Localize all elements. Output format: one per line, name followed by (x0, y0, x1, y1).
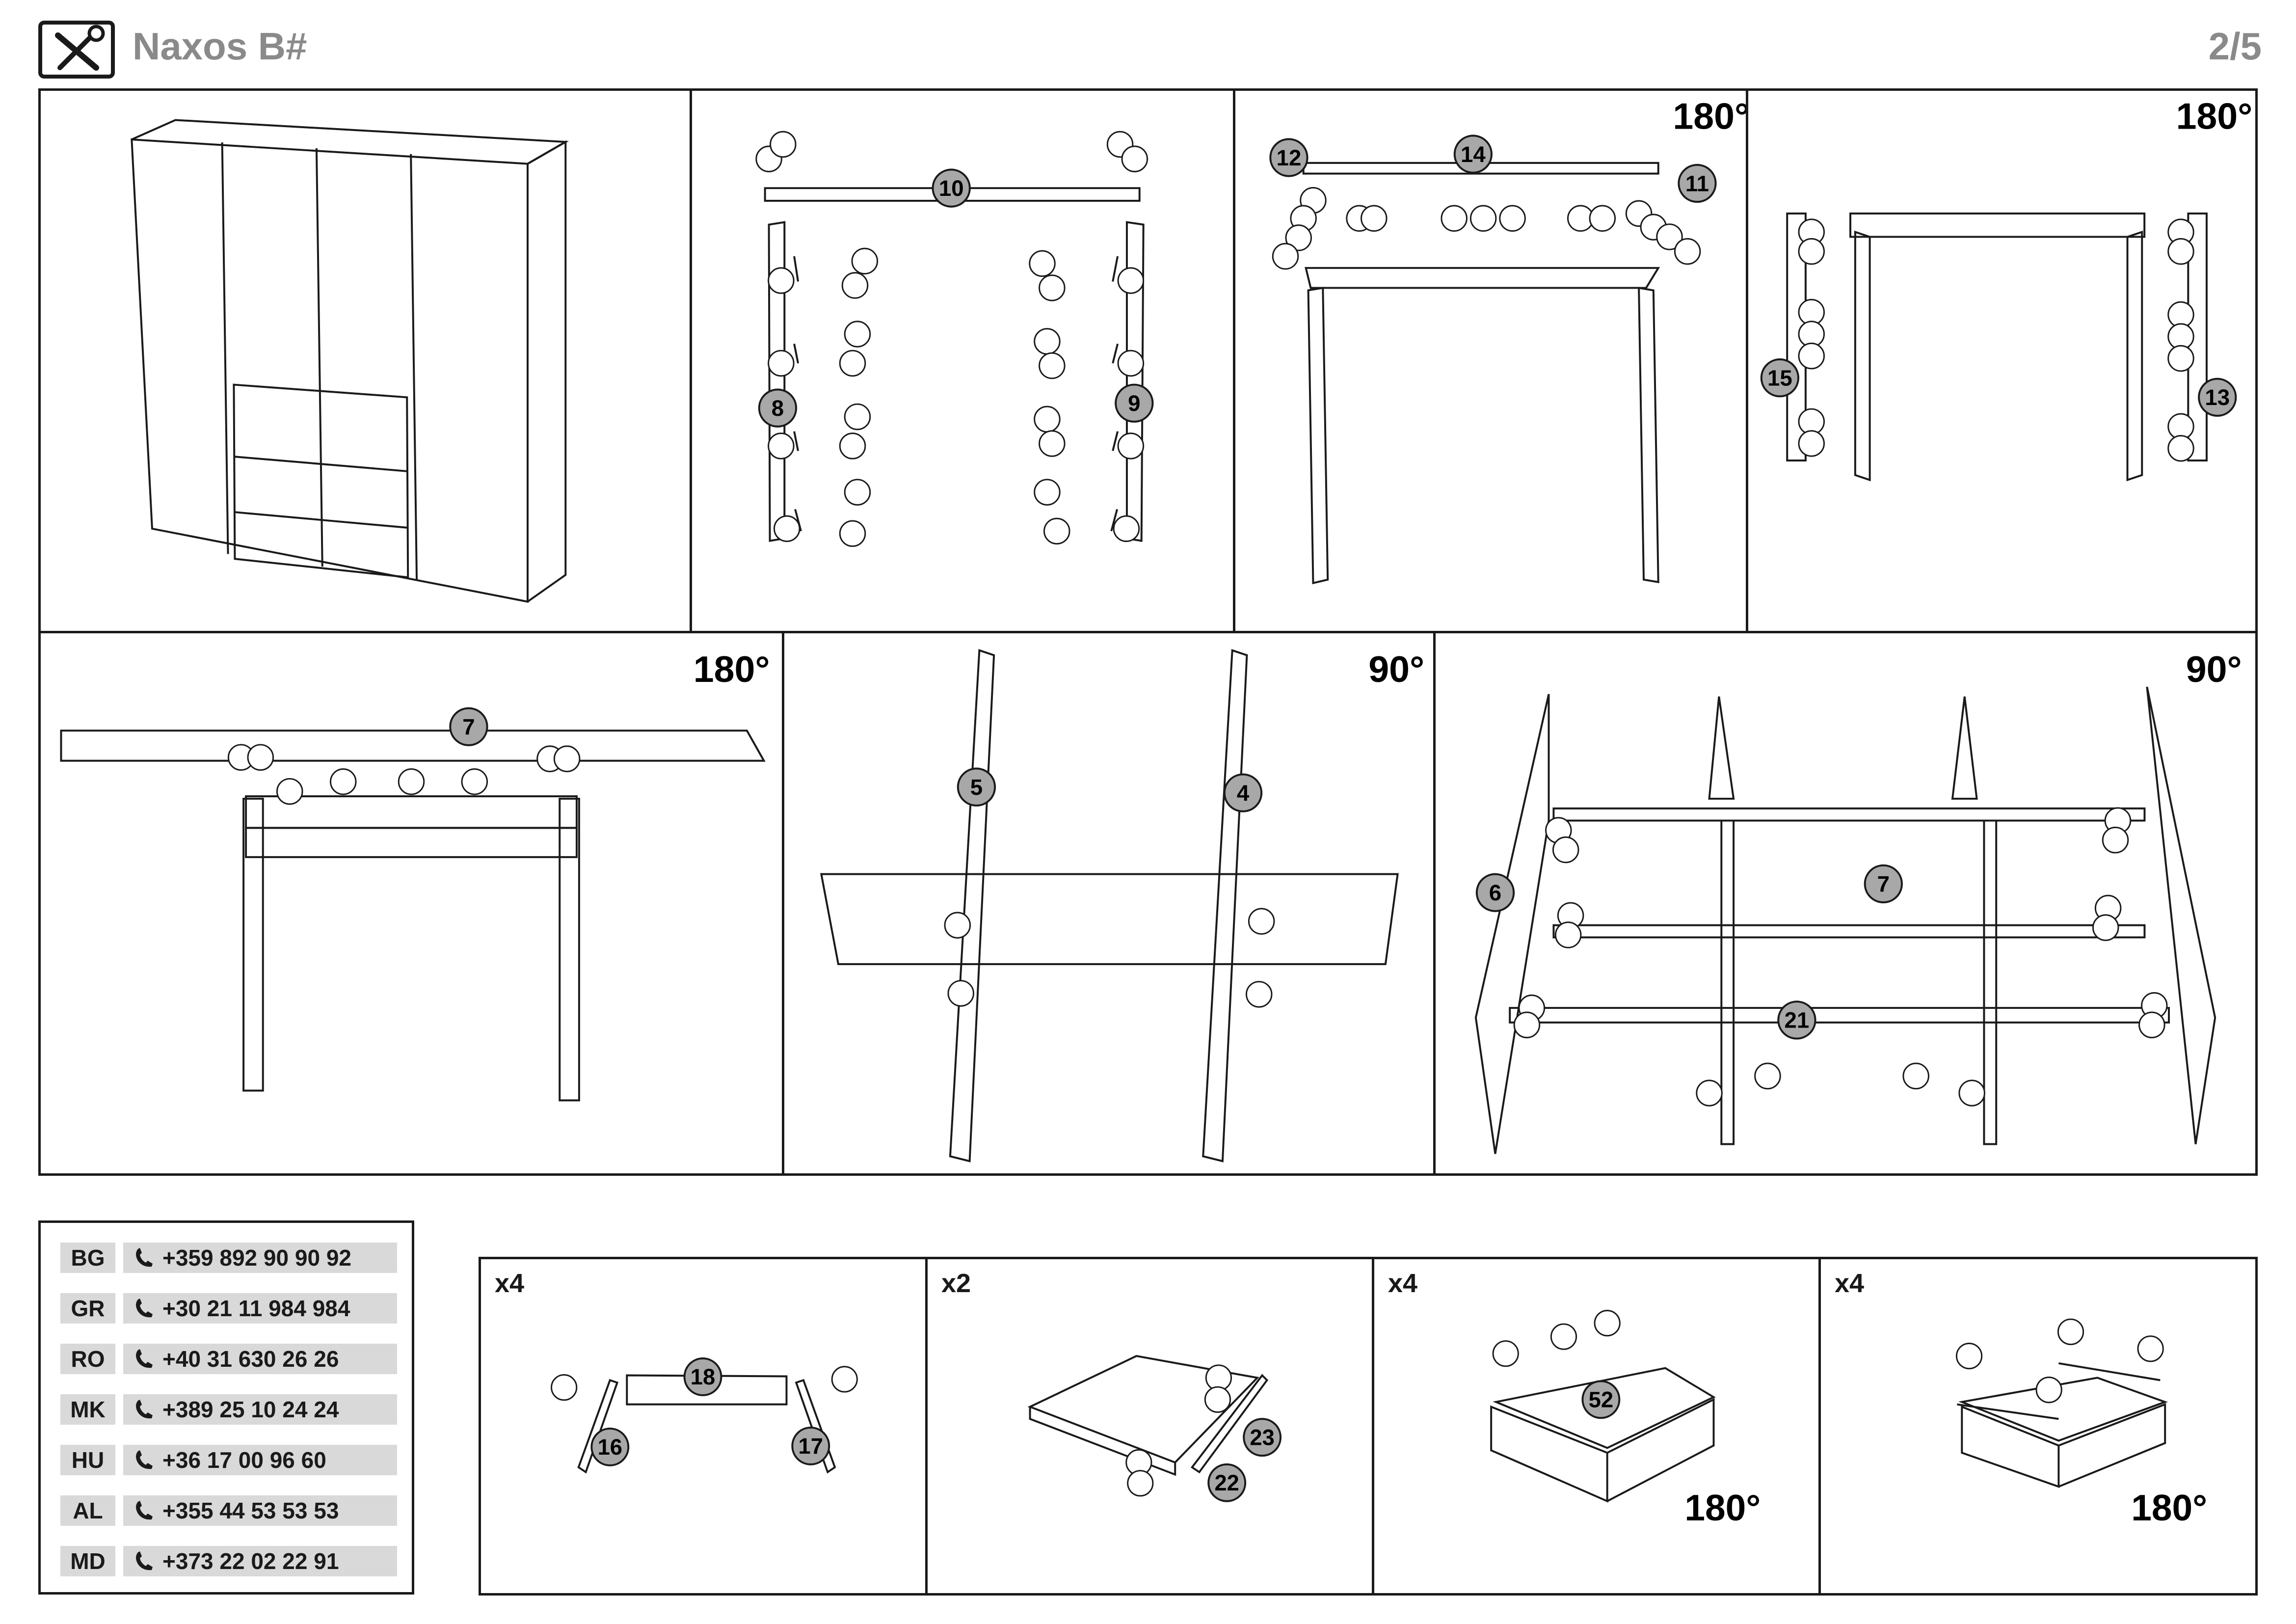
panel-wardrobe-overview (38, 88, 692, 633)
rotation-180-label: 180° (694, 649, 770, 690)
phone-icon (136, 1349, 153, 1368)
quantity-label: x4 (1835, 1269, 1865, 1298)
top-assembly-drawing: 14 12 11 180° (1269, 96, 1746, 585)
quantity-label: x2 (941, 1269, 971, 1298)
step-52-label: 52 (1589, 1387, 1613, 1412)
country-code: BG (60, 1243, 115, 1273)
panel-drawer-box-assembly: x2 23 22 (925, 1257, 1374, 1596)
contact-row: BG +359 892 90 90 92 (60, 1243, 397, 1273)
panel-drawer-front-assembly: x4 18 16 17 (479, 1257, 928, 1596)
drawer-box-drawing: 23 22 (1027, 1355, 1282, 1502)
phone-icon (136, 1400, 153, 1419)
quantity-label: x4 (495, 1269, 525, 1298)
phone-number: +389 25 10 24 24 (162, 1397, 339, 1422)
step-9-label: 9 (1128, 391, 1140, 416)
step-17-label: 17 (799, 1434, 823, 1459)
step-22-label: 22 (1214, 1470, 1239, 1495)
phone-icon (136, 1450, 153, 1469)
phone-box: +373 22 02 22 91 (123, 1546, 397, 1576)
phone-box: +389 25 10 24 24 (123, 1394, 397, 1425)
quantity-label: x4 (1388, 1269, 1418, 1298)
tools-icon (38, 21, 115, 79)
panel-step-top-assembly: 14 12 11 180° (1233, 88, 1748, 633)
phone-number: +355 44 53 53 53 (162, 1498, 339, 1523)
country-code: MK (60, 1394, 115, 1425)
drawer-front-drawing: 18 16 17 (551, 1357, 858, 1474)
phone-box: +30 21 11 984 984 (123, 1293, 397, 1324)
phone-box: +355 44 53 53 53 (123, 1495, 397, 1526)
panel-step-frame-assembly: 10 8 9 (690, 88, 1235, 633)
frame-assembly-drawing: 10 8 9 (755, 131, 1154, 547)
phone-icon (136, 1248, 153, 1267)
phone-box: +36 17 00 96 60 (123, 1445, 397, 1475)
step-15-label: 15 (1767, 366, 1792, 391)
page-number: 2/5 (2208, 25, 2262, 68)
panel-step-sides-attach: 15 13 180° (1746, 88, 2258, 633)
step-21-label: 21 (1785, 1008, 1810, 1033)
panel-step-dividers: 5 4 90° (782, 631, 1436, 1176)
top-panel-drawing: 7 180° (60, 649, 770, 1102)
phone-icon (136, 1551, 153, 1570)
rotation-90-label: 90° (2186, 649, 2242, 690)
phone-icon (136, 1299, 153, 1318)
dividers-drawing: 5 4 90° (820, 649, 1424, 1163)
step-12-label: 12 (1277, 145, 1302, 170)
phone-number: +359 892 90 90 92 (162, 1245, 351, 1271)
country-code: GR (60, 1293, 115, 1324)
step-18-label: 18 (691, 1364, 715, 1389)
country-code: HU (60, 1445, 115, 1475)
step-7-label: 7 (1877, 871, 1890, 896)
step-5-label: 5 (970, 775, 983, 800)
rotation-180-label: 180° (1684, 1487, 1761, 1528)
step-4-label: 4 (1237, 781, 1250, 806)
step-7-label: 7 (462, 714, 475, 739)
drawer-bottom-drawing: 52 180° (1490, 1309, 1761, 1528)
step-8-label: 8 (772, 396, 784, 421)
step-13-label: 13 (2205, 385, 2230, 410)
step-10-label: 10 (939, 176, 964, 201)
contact-list: BG +359 892 90 90 92 GR +30 21 11 984 98… (38, 1220, 414, 1595)
phone-number: +30 21 11 984 984 (162, 1296, 350, 1321)
phone-icon (136, 1501, 153, 1520)
wardrobe-drawing (131, 119, 569, 603)
document-title: Naxos B# (133, 25, 307, 68)
contact-row: GR +30 21 11 984 984 (60, 1293, 397, 1324)
phone-box: +40 31 630 26 26 (123, 1344, 397, 1374)
phone-box: +359 892 90 90 92 (123, 1243, 397, 1273)
step-14-label: 14 (1461, 142, 1486, 167)
rotation-90-label: 90° (1368, 649, 1424, 690)
contact-row: MD +373 22 02 22 91 (60, 1546, 397, 1576)
contact-row: RO +40 31 630 26 26 (60, 1344, 397, 1374)
step-16-label: 16 (598, 1435, 622, 1460)
panel-step-shelves: 6 7 21 90° (1433, 631, 2258, 1176)
rotation-180-label: 180° (2131, 1487, 2207, 1528)
drawer-runners-drawing: 180° (1955, 1318, 2207, 1528)
contact-row: HU +36 17 00 96 60 (60, 1445, 397, 1475)
country-code: AL (60, 1495, 115, 1526)
phone-number: +36 17 00 96 60 (162, 1447, 326, 1473)
step-23-label: 23 (1250, 1425, 1274, 1450)
step-6-label: 6 (1489, 880, 1501, 905)
step-11-label: 11 (1685, 171, 1709, 196)
phone-number: +373 22 02 22 91 (162, 1548, 339, 1574)
country-code: MD (60, 1546, 115, 1576)
rotation-180-label: 180° (2176, 96, 2253, 137)
panel-drawer-runners: x4 180° (1818, 1257, 2258, 1596)
sides-attach-drawing: 15 13 180° (1760, 96, 2253, 482)
contact-row: AL +355 44 53 53 53 (60, 1495, 397, 1526)
phone-number: +40 31 630 26 26 (162, 1346, 339, 1372)
shelves-drawing: 6 7 21 90° (1474, 649, 2242, 1154)
contact-row: MK +389 25 10 24 24 (60, 1394, 397, 1425)
panel-drawer-bottom-insert: x4 52 180° (1372, 1257, 1821, 1596)
country-code: RO (60, 1344, 115, 1374)
panel-step-top-panel: 7 180° (38, 631, 784, 1176)
rotation-180-label: 180° (1673, 96, 1746, 137)
